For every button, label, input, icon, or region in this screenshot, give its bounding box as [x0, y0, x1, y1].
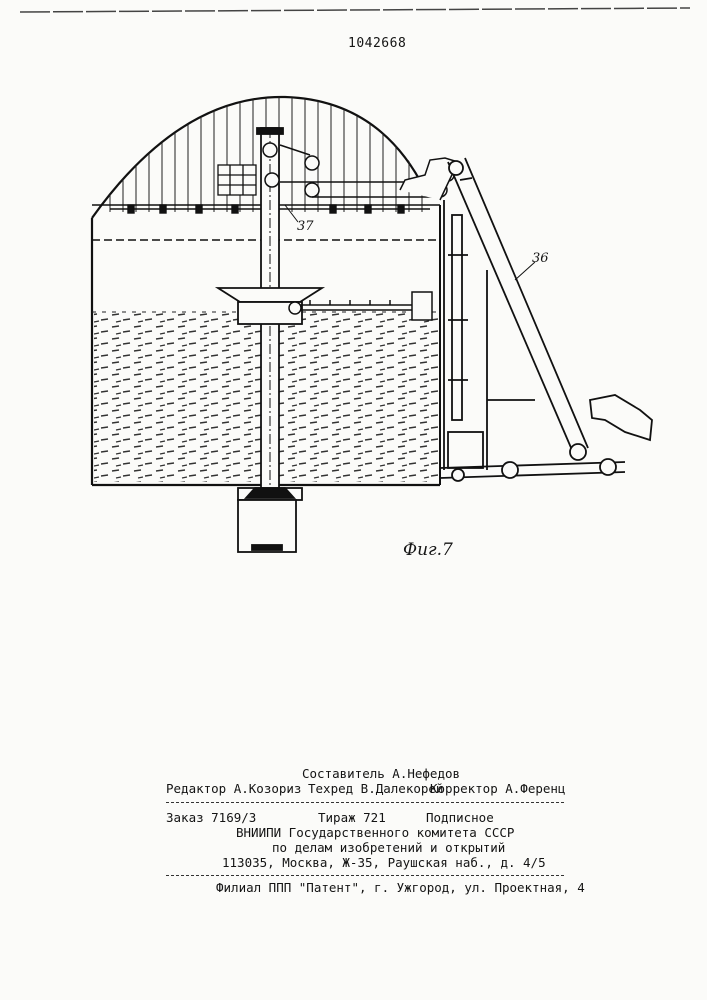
- proofreader-line: Корректор А.Ференц: [430, 781, 565, 796]
- conveyor-36: [448, 158, 588, 460]
- imprint-rule-1: [166, 802, 564, 803]
- circulation-line: Тираж 721: [318, 810, 386, 825]
- org-line-2: по делам изобретений и открытий: [272, 840, 505, 855]
- filter-box: [218, 165, 256, 195]
- top-border-line: [20, 8, 690, 12]
- order-line: Заказ 7169/3: [166, 810, 256, 825]
- figure-caption: Фиг.7: [403, 540, 453, 560]
- compiler-line: Составитель А.Нефедов: [302, 766, 460, 781]
- reference-label-37: 37: [297, 219, 314, 234]
- org-line-1: ВНИИПИ Государственного комитета СССР: [236, 825, 514, 840]
- technical-drawing: [0, 0, 707, 600]
- reference-label-36: 36: [532, 251, 549, 266]
- tech-editor-line: Техред В.Далекорей: [308, 781, 443, 796]
- editor-line: Редактор А.Козориз: [166, 781, 301, 796]
- branch-line: Филиал ППП "Патент", г. Ужгород, ул. Про…: [216, 880, 585, 895]
- subscription-line: Подписное: [426, 810, 494, 825]
- support-frame: [440, 200, 652, 481]
- address-line: 113035, Москва, Ж-35, Раушская наб., д. …: [222, 855, 546, 870]
- imprint-rule-2: [166, 875, 564, 876]
